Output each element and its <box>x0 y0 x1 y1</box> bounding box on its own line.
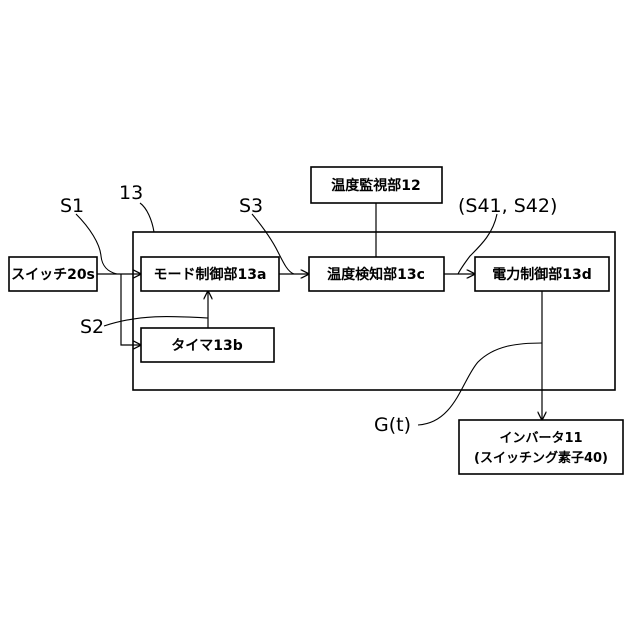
inverter-label: インバータ11 <box>499 431 582 446</box>
controller-frame <box>133 232 615 390</box>
controller-ref-leader <box>140 203 154 232</box>
power-control-label: 電力制御部13d <box>492 266 592 283</box>
s2-leader <box>104 316 208 326</box>
s4-label: (S41, S42) <box>458 195 557 217</box>
s1-label: S1 <box>60 195 84 217</box>
temp-monitor-label: 温度監視部12 <box>331 177 420 194</box>
s3-label: S3 <box>239 195 263 217</box>
temp-detect-label: 温度検知部13c <box>327 266 425 283</box>
inverter-sublabel: (スイッチング素子40) <box>474 450 608 466</box>
timer-label: タイマ13b <box>171 338 243 354</box>
mode-control-label: モード制御部13a <box>154 266 267 283</box>
switch-to-timer-arrow <box>121 274 141 345</box>
gt-label: G(t) <box>374 414 411 436</box>
switch-label: スイッチ20s <box>11 267 95 283</box>
gt-leader <box>418 343 542 425</box>
s2-label: S2 <box>80 316 104 338</box>
controller-ref-label: 13 <box>119 182 143 204</box>
